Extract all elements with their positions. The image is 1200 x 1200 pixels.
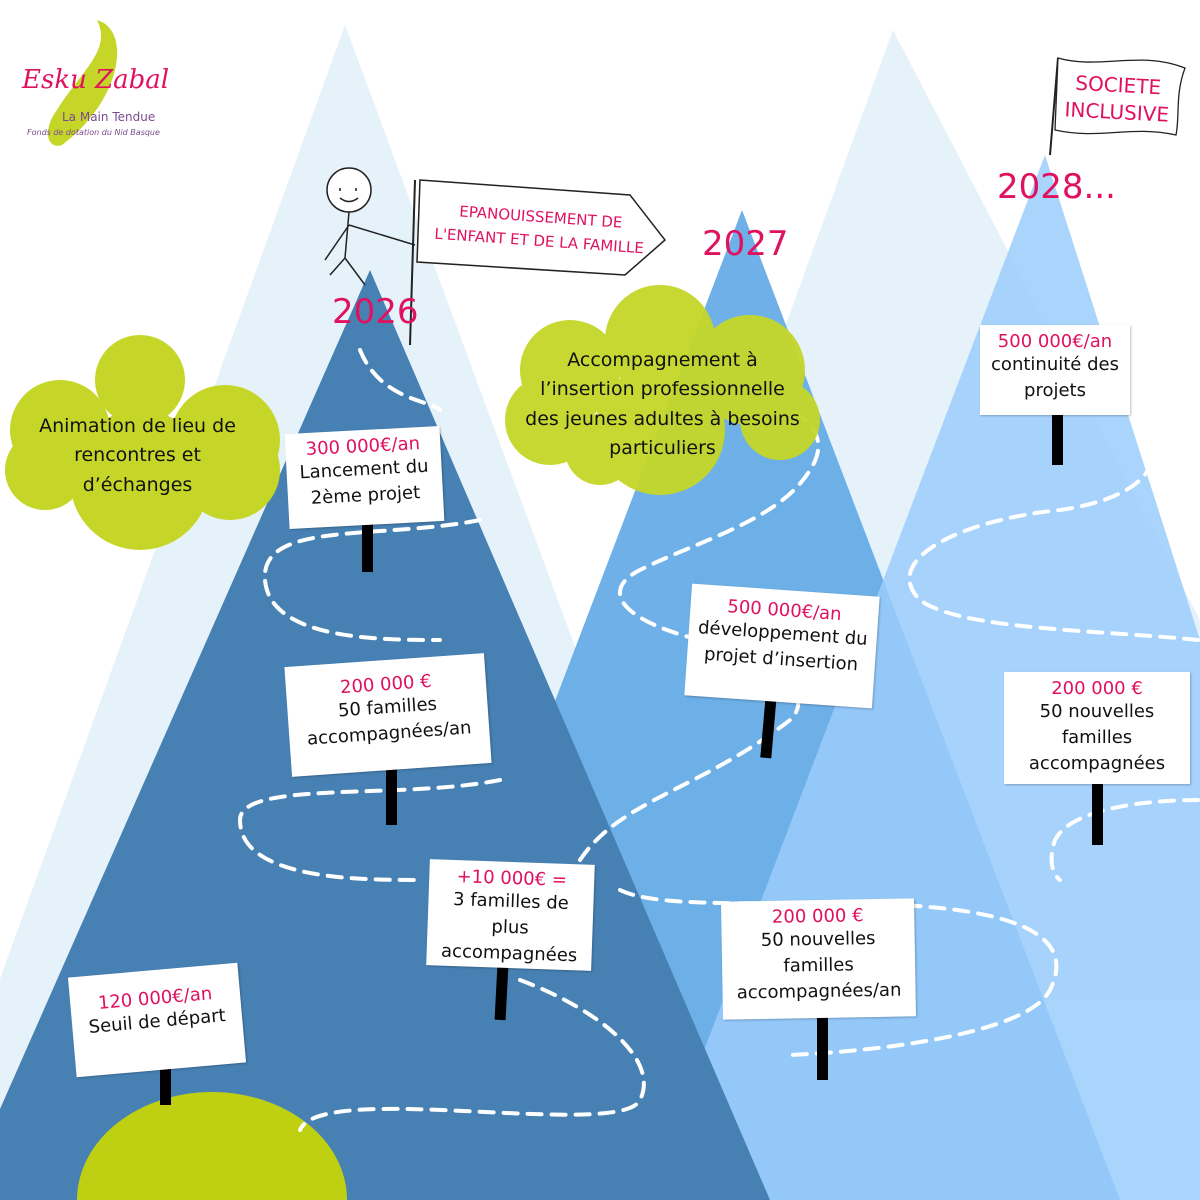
sign-post (160, 1065, 171, 1105)
sign-post (362, 520, 373, 572)
middle-cloud (505, 285, 820, 495)
sign-text: 50 nouvelles familles accompagnées (1028, 701, 1166, 775)
middle-cloud-text: Accompagnement à l’insertion professionn… (525, 349, 800, 460)
sign-50-new-families-2028: 200 000 € 50 nouvelles familles accompag… (1004, 672, 1190, 784)
top-flag-text: SOCIETE INCLUSIVE (1063, 70, 1170, 127)
year-2026: 2026 (332, 292, 419, 332)
top-flag (1054, 57, 1186, 136)
left-cloud-text: Animation de lieu de rencontres et d’éch… (39, 415, 236, 496)
sign-3-more-families: +10 000€ = 3 familles de plus accompagné… (426, 859, 595, 971)
stick-figure-icon (324, 57, 1059, 346)
sign-text: Lancement du 2ème projet (299, 455, 430, 509)
year-2027: 2027 (702, 224, 789, 264)
hand-logo-icon (47, 20, 118, 146)
green-hill (77, 1092, 347, 1200)
sign-text: continuité des projets (991, 354, 1119, 402)
year-2028: 2028... (997, 167, 1116, 207)
sign-second-project: 300 000€/an Lancement du 2ème projet (284, 426, 445, 529)
logo-name: Esku Zabal (22, 65, 170, 95)
left-cloud (5, 335, 280, 550)
sign-amount: 500 000€/an (997, 331, 1113, 352)
sign-post (817, 1010, 828, 1080)
sign-text: développement du projet d’insertion (697, 617, 869, 676)
sign-project-continuity: 500 000€/an continuité des projets (980, 325, 1130, 415)
sign-insertion-project: 500 000€/an développement du projet d’in… (684, 583, 880, 709)
sign-text: 50 nouvelles familles accompagnées/an (736, 928, 902, 1004)
sign-post (386, 765, 397, 825)
sign-amount: 200 000 € (1051, 678, 1143, 699)
sign-text: 3 familles de plus accompagnées (440, 888, 578, 967)
logo: Esku Zabal La Main Tendue Fonds de dotat… (22, 10, 182, 150)
logo-subtitle: Fonds de dotation du Nid Basque (27, 128, 160, 137)
sign-starting-threshold: 120 000€/an Seuil de départ (67, 962, 247, 1078)
sign-post (1092, 780, 1103, 845)
logo-tagline: La Main Tendue (62, 110, 156, 124)
sign-50-families: 200 000 € 50 familles accompagnées/an (284, 653, 492, 777)
sign-post (1052, 410, 1063, 465)
arrow-flag (416, 179, 667, 276)
sign-50-new-families-2027: 200 000 € 50 nouvelles familles accompag… (720, 898, 917, 1020)
